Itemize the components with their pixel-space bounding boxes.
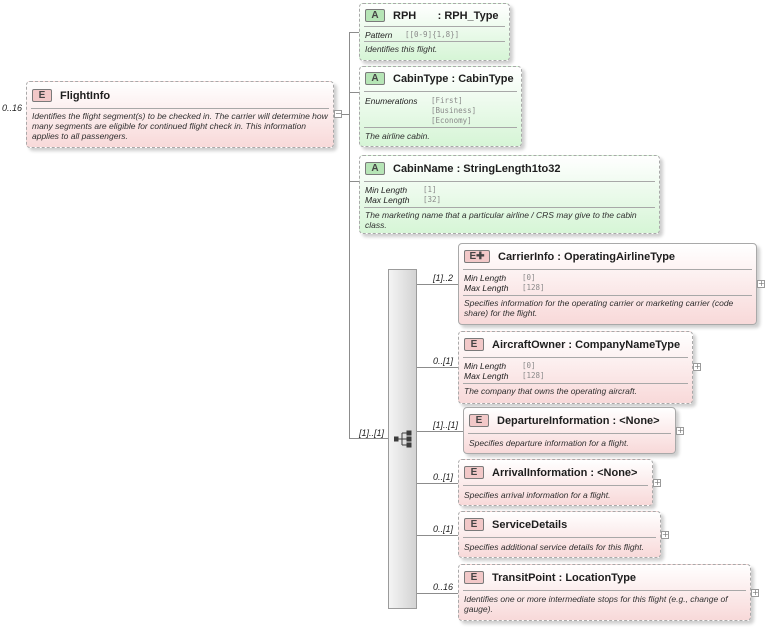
facet-value: [[0-9]{1,8}] (405, 30, 460, 39)
element-description: Specifies departure information for a fl… (469, 438, 629, 448)
element-description: The company that owns the operating airc… (464, 386, 637, 396)
element-badge-icon: E✚ (464, 250, 490, 263)
expand-icon[interactable]: + (751, 588, 759, 597)
flightinfo-element[interactable]: E FlightInfo Identifies the flight segme… (26, 81, 334, 148)
element-description: Specifies additional service details for… (464, 542, 645, 552)
facet-key: Max Length (464, 283, 509, 293)
element-title: CarrierInfo : OperatingAirlineType (498, 250, 676, 263)
facet-value: [128] (522, 283, 545, 292)
attribute-description: Identifies this flight. (365, 44, 438, 54)
element-badge-icon: E (32, 89, 52, 102)
facet-value: [Economy] (431, 116, 472, 125)
element-occurrence: 0..[1] (433, 524, 454, 534)
facet-key: Enumerations (365, 96, 418, 106)
attribute-rph[interactable]: A RPH : RPH_Type Pattern [[0-9]{1,8}] Ide… (359, 3, 510, 61)
facet-key: Pattern (365, 30, 393, 40)
facet-key: Min Length (365, 185, 408, 195)
element-occurrence: [1]..2 (433, 273, 454, 283)
element-badge-icon: E (464, 338, 484, 351)
element-badge-icon: E (464, 518, 484, 531)
attribute-cabinname[interactable]: A CabinName : StringLength1to32 Min Leng… (359, 155, 660, 234)
attribute-title: CabinName : StringLength1to32 (393, 162, 561, 175)
attribute-badge-icon: A (365, 162, 385, 175)
element-badge-icon: E (469, 414, 489, 427)
element-occurrence: 0..[1] (433, 356, 454, 366)
attribute-description: The marketing name that a particular air… (365, 210, 637, 230)
facet-key: Max Length (464, 371, 509, 381)
element-occurrence: 0..16 (433, 582, 454, 592)
element-title: ArrivalInformation : <None> (492, 466, 638, 479)
aircraftowner-element[interactable]: E AircraftOwner : CompanyNameType Min Le… (458, 331, 693, 404)
attribute-title: RPH : RPH_Type (393, 9, 499, 22)
sequence-occurrence: [1]..[1] (359, 428, 385, 438)
expand-icon[interactable]: + (676, 426, 684, 435)
element-title: DepartureInformation : <None> (497, 414, 660, 427)
element-title: ServiceDetails (492, 518, 568, 531)
element-badge-icon: E (464, 571, 484, 584)
carrierinfo-element[interactable]: E✚ CarrierInfo : OperatingAirlineType Mi… (458, 243, 757, 325)
facet-key: Min Length (464, 361, 507, 371)
element-occurrence: [1]..[1] (433, 420, 459, 430)
element-occurrence: 0..[1] (433, 472, 454, 482)
sequence-icon (394, 430, 412, 448)
facet-value: [First] (431, 96, 463, 105)
element-description: Specifies information for the operating … (464, 298, 734, 318)
servicedetails-element[interactable]: E ServiceDetails Specifies additional se… (458, 511, 661, 558)
facet-value: [0] (522, 273, 536, 282)
element-title: FlightInfo (60, 89, 111, 102)
expand-icon[interactable]: + (757, 279, 765, 288)
element-title: AircraftOwner : CompanyNameType (492, 338, 681, 351)
facet-value: [0] (522, 361, 536, 370)
attribute-cabintype[interactable]: A CabinType : CabinType Enumerations [Fir… (359, 66, 522, 147)
expand-icon[interactable]: + (693, 362, 701, 371)
arrivalinformation-element[interactable]: E ArrivalInformation : <None> Specifies … (458, 459, 653, 506)
attribute-title: CabinType : CabinType (393, 72, 514, 85)
element-description: Specifies arrival information for a flig… (464, 490, 611, 500)
element-description: Identifies the flight segment(s) to be c… (32, 111, 328, 141)
expand-icon[interactable]: + (661, 530, 669, 539)
root-occurrence: 0..16 (2, 103, 23, 113)
facet-value: [Business] (431, 106, 477, 115)
attribute-badge-icon: A (365, 9, 385, 22)
departureinformation-element[interactable]: E DepartureInformation : <None> Specifie… (463, 407, 676, 454)
element-title: TransitPoint : LocationType (492, 571, 637, 584)
attribute-description: The airline cabin. (365, 131, 430, 141)
element-description: Identifies one or more intermediate stop… (464, 594, 728, 614)
element-badge-icon: E (464, 466, 484, 479)
facet-key: Max Length (365, 195, 410, 205)
facet-value: [1] (423, 185, 437, 194)
transitpoint-element[interactable]: E TransitPoint : LocationType Identifies… (458, 564, 751, 621)
facet-key: Min Length (464, 273, 507, 283)
facet-value: [128] (522, 371, 545, 380)
attribute-badge-icon: A (365, 72, 385, 85)
collapse-icon[interactable]: − (334, 109, 342, 118)
facet-value: [32] (423, 195, 442, 204)
expand-icon[interactable]: + (653, 478, 661, 487)
